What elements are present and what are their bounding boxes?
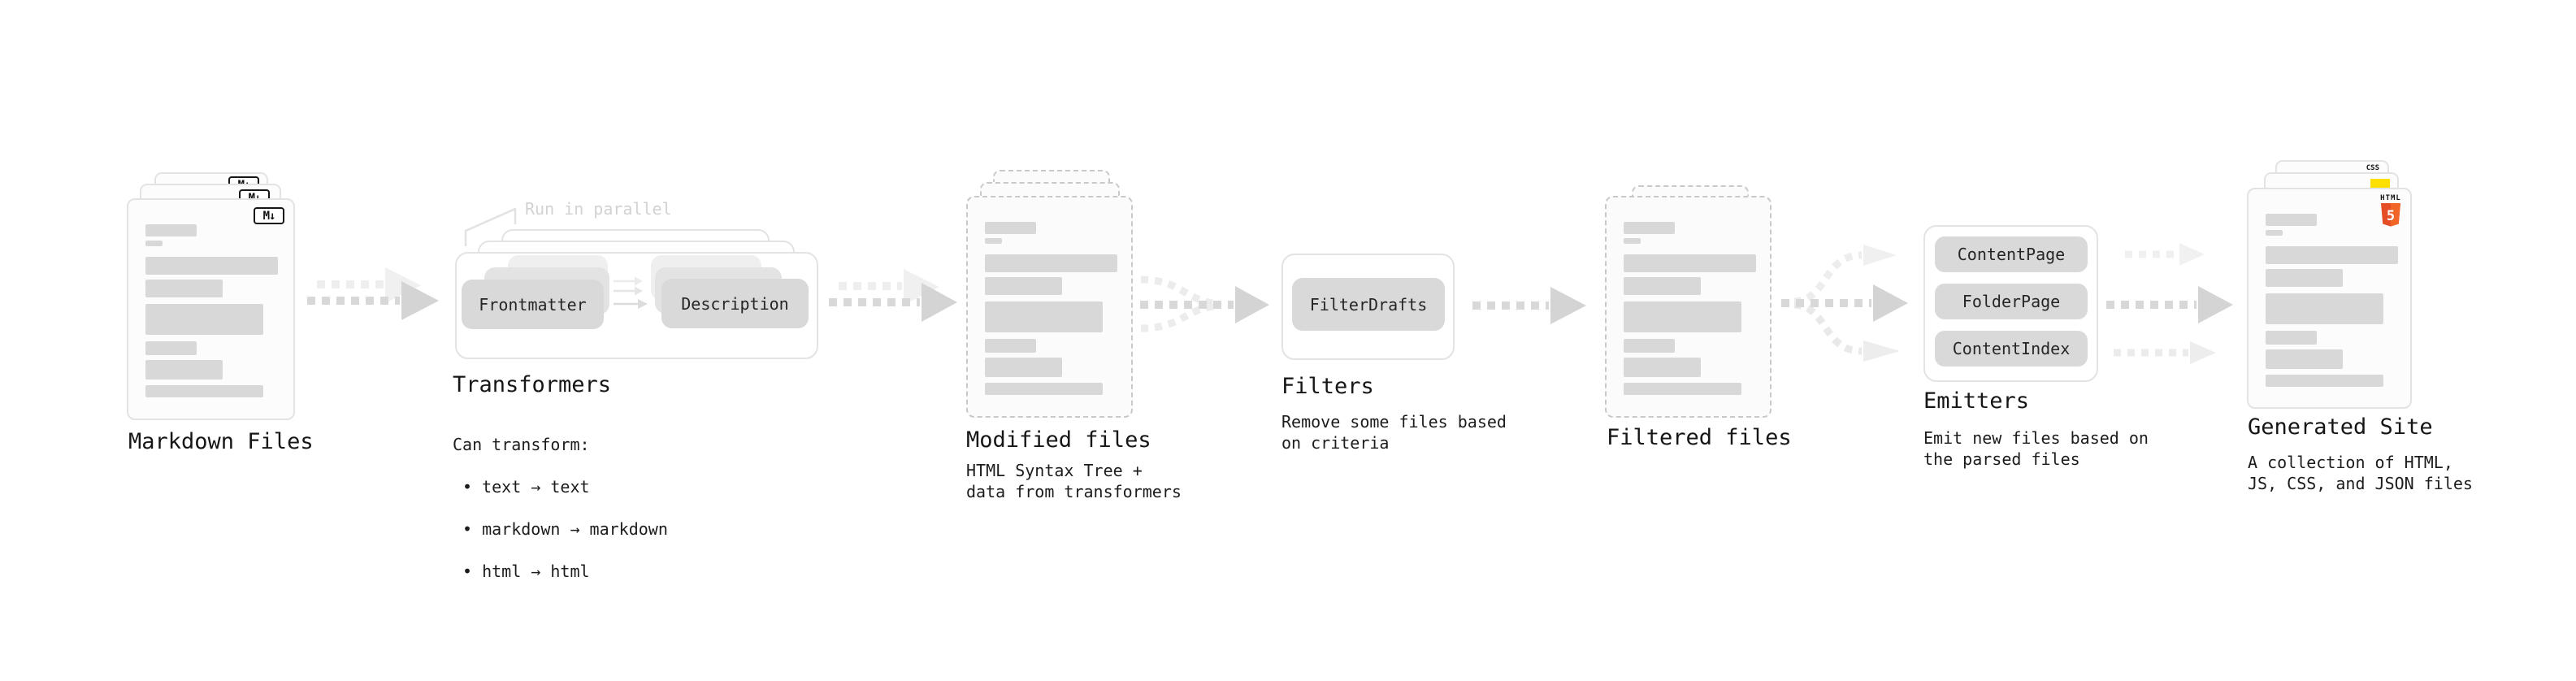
node-label: ContentIndex: [1952, 339, 2071, 358]
filters-caption: Remove some files based on criteria: [1281, 412, 1507, 453]
markdown-icon: M↓: [254, 207, 284, 224]
node-label: FilterDrafts: [1309, 294, 1428, 314]
arrow-filtered-to-emitters-fanout: [1781, 245, 1908, 362]
emitter-node-contentindex: ContentIndex: [1935, 331, 2088, 367]
generated-site-caption: A collection of HTML, JS, CSS, and JSON …: [2248, 453, 2473, 493]
parallel-arrows-icon: [614, 276, 648, 309]
stage-label-generated-site: Generated Site: [2248, 414, 2433, 440]
filter-node-filterdrafts: FilterDrafts: [1292, 278, 1445, 331]
transformers-caption: Can transform: • text → text • markdown …: [453, 413, 668, 603]
emitter-node-folderpage: FolderPage: [1935, 284, 2088, 319]
stage-label-filtered-files: Filtered files: [1607, 425, 1792, 450]
js-icon: [2370, 179, 2390, 190]
caption-bullet: • html → html: [462, 562, 590, 581]
document-skeleton: [145, 224, 278, 397]
html5-icon: HTML 5: [2379, 194, 2403, 228]
annotation-leader-line: [464, 207, 517, 246]
stage-label-filters: Filters: [1281, 374, 1374, 399]
arrow-markdown-to-transformers: [307, 267, 439, 320]
document-skeleton: [1624, 222, 1756, 395]
arrow-filters-to-filtered: [1472, 287, 1586, 324]
site-doc-html: HTML 5: [2247, 188, 2412, 409]
caption-bullet: • text → text: [462, 477, 590, 497]
emitters-caption: Emit new files based on the parsed files: [1923, 428, 2149, 469]
caption-bullet: • markdown → markdown: [462, 519, 668, 539]
transformer-node-description: Description: [661, 279, 809, 328]
run-in-parallel-annotation: Run in parallel: [525, 199, 672, 219]
node-label: Description: [681, 293, 789, 314]
document-skeleton: [2266, 214, 2398, 387]
arrow-transformers-to-modified: [829, 269, 957, 322]
stage-label-transformers: Transformers: [453, 372, 612, 397]
emitter-node-contentpage: ContentPage: [1935, 236, 2088, 272]
modified-doc-front: [966, 196, 1133, 418]
stage-label-emitters: Emitters: [1923, 388, 2030, 414]
stage-label-modified-files: Modified files: [966, 427, 1151, 453]
transformer-node-frontmatter: Frontmatter: [462, 280, 604, 329]
node-label: FolderPage: [1962, 292, 2061, 311]
arrow-emitters-to-site: [2106, 243, 2233, 364]
stage-label-markdown-files: Markdown Files: [128, 429, 314, 454]
svg-text:5: 5: [2387, 208, 2395, 224]
modified-files-caption: HTML Syntax Tree + data from transformer…: [966, 461, 1182, 501]
arrow-modified-to-filters-merge: [1140, 275, 1269, 332]
node-label: Frontmatter: [479, 294, 587, 314]
caption-line: Can transform:: [453, 435, 590, 454]
node-label: ContentPage: [1957, 245, 2066, 264]
markdown-doc-front: M↓: [127, 198, 295, 420]
document-skeleton: [985, 222, 1117, 395]
filtered-doc-front: [1605, 196, 1772, 418]
